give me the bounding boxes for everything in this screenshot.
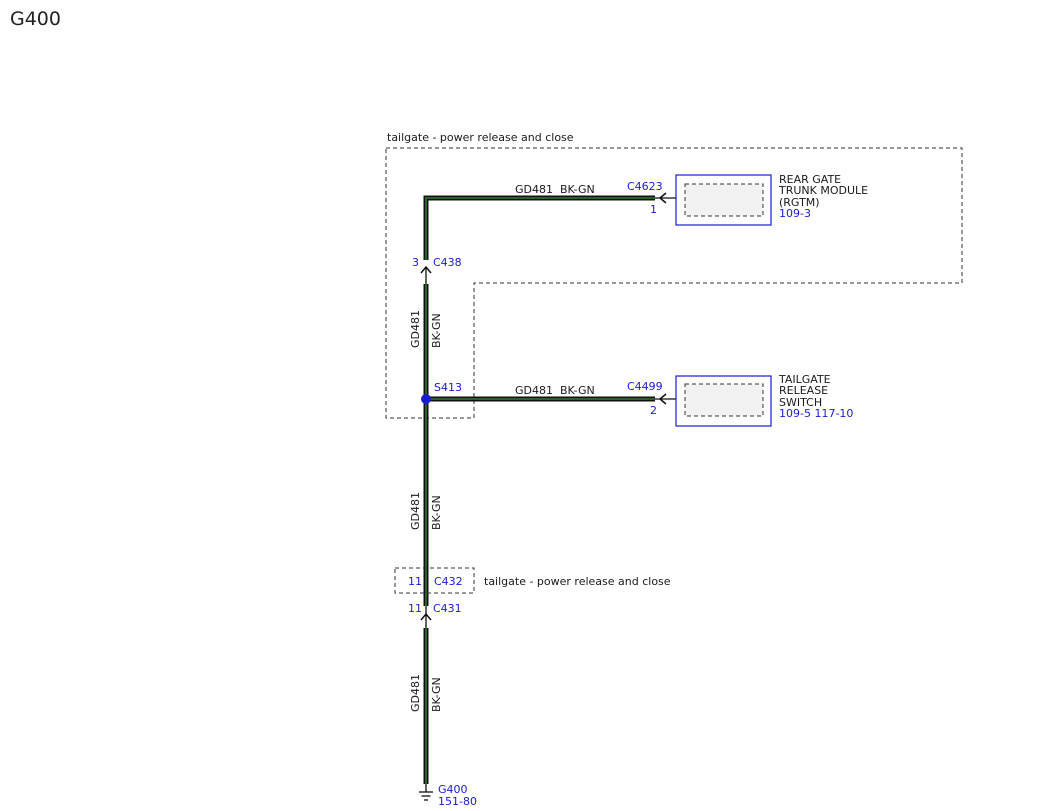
component-rgtm[interactable]	[675, 174, 772, 226]
connector-c432-name: C432	[434, 575, 463, 588]
wire-lower-vertical-color: BK-GN	[430, 495, 443, 530]
wire-bottom-vertical-circuit: GD481	[409, 674, 422, 712]
wire-top[interactable]	[423, 195, 655, 260]
connector-c432-box[interactable]	[394, 567, 475, 594]
component-switch-line3: SWITCH	[779, 396, 822, 409]
page-title: G400	[10, 8, 61, 30]
component-rgtm-line3: (RGTM)	[779, 196, 820, 209]
zone-boundary	[385, 147, 963, 419]
connector-c432-pin: 11	[408, 575, 422, 588]
connector-c431[interactable]	[420, 606, 432, 628]
connector-c4499-name: C4499	[627, 380, 663, 393]
component-rgtm-line1: REAR GATE	[779, 173, 841, 186]
wire-upper-vertical-circuit: GD481	[409, 310, 422, 348]
connector-c431-pin: 11	[408, 602, 422, 615]
connector-c431-name: C431	[433, 602, 462, 615]
ground-name: G400	[438, 783, 468, 796]
component-switch-line1: TAILGATE	[778, 373, 831, 386]
component-rgtm-line2: TRUNK MODULE	[778, 184, 868, 197]
zone-label-top: tailgate - power release and close	[387, 131, 574, 144]
wire-middle-circuit: GD481	[515, 384, 553, 397]
ground-icon	[419, 784, 433, 801]
component-switch-line2: RELEASE	[779, 384, 828, 397]
connector-c4623-pin: 1	[650, 203, 657, 216]
wire-top-circuit: GD481	[515, 183, 553, 196]
zone-label-mid: tailgate - power release and close	[484, 575, 671, 588]
connector-c4499-pin: 2	[650, 404, 657, 417]
connector-c438-pin: 3	[412, 256, 419, 269]
component-switch-ref[interactable]: 109-5 117-10	[779, 407, 853, 420]
connector-c438[interactable]	[420, 265, 432, 284]
wire-middle-color: BK-GN	[560, 384, 595, 397]
wire-upper-vertical-color: BK-GN	[430, 313, 443, 348]
connector-c438-name: C438	[433, 256, 462, 269]
splice-s413-dot[interactable]	[421, 394, 431, 404]
connector-c4623-name: C4623	[627, 180, 663, 193]
component-rgtm-ref[interactable]: 109-3	[779, 207, 811, 220]
wire-top-color: BK-GN	[560, 183, 595, 196]
wire-bottom-vertical-color: BK-GN	[430, 677, 443, 712]
splice-s413-name: S413	[434, 381, 462, 394]
ground-ref[interactable]: 151-80	[438, 795, 477, 808]
wire-lower-vertical-circuit: GD481	[409, 492, 422, 530]
component-tailgate-switch[interactable]	[675, 375, 772, 427]
